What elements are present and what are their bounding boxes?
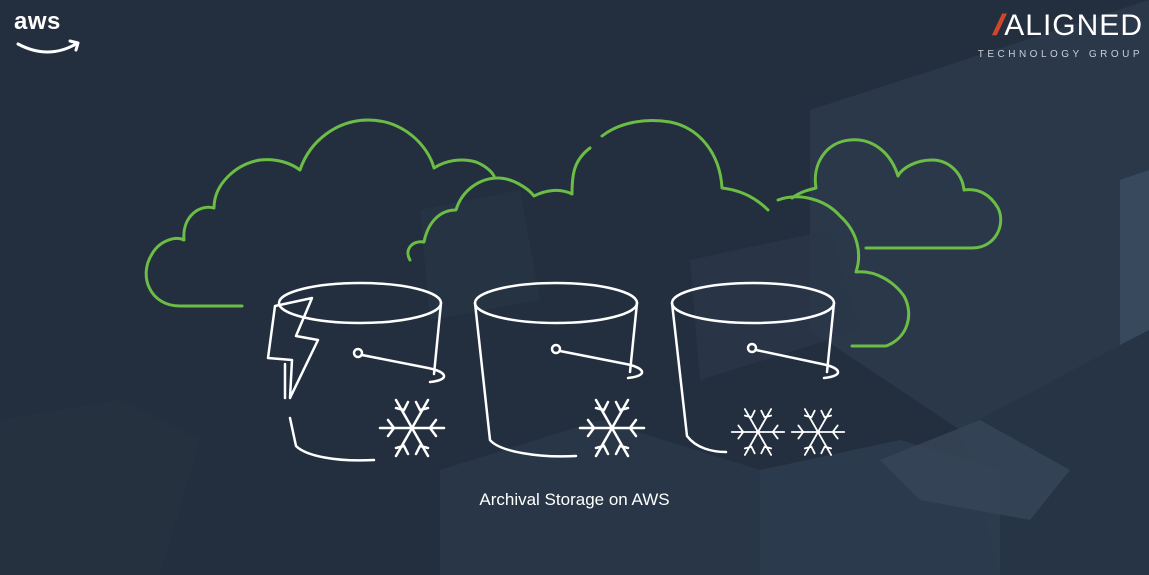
aws-smile-icon — [16, 39, 80, 54]
lightning-bolt-icon — [266, 296, 320, 400]
partner-logo: //ALIGNED TECHNOLOGY GROUP — [943, 10, 1143, 62]
snowflake-icon — [378, 398, 446, 458]
bucket-icon — [473, 281, 644, 458]
snowflake-icon — [790, 408, 846, 456]
cloud-icon — [144, 118, 496, 308]
partner-logo-name: ALIGNED — [1004, 9, 1143, 42]
aws-logo: aws — [14, 10, 84, 62]
cloud-icon — [790, 138, 1003, 250]
aws-logo-text: aws — [14, 8, 61, 35]
bucket-icon — [277, 281, 446, 462]
snowflake-icon — [578, 398, 646, 458]
partner-logo-subtitle: TECHNOLOGY GROUP — [977, 49, 1143, 60]
snowflake-icon — [730, 408, 786, 456]
bucket-icon — [670, 281, 840, 454]
slide-caption: Archival Storage on AWS — [479, 490, 670, 509]
cloud-icon — [406, 119, 911, 348]
